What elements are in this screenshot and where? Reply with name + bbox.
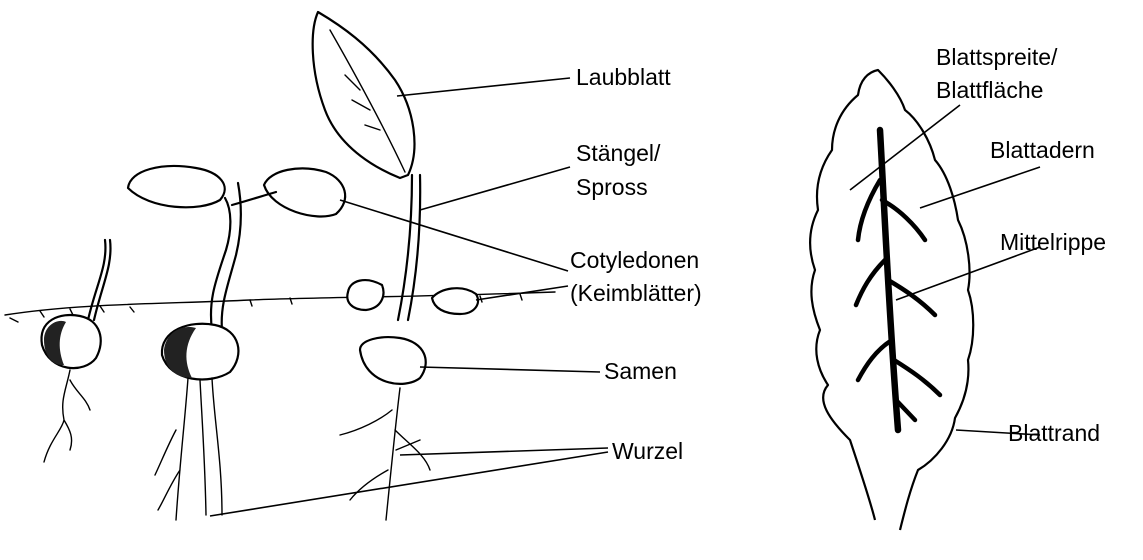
seedling-small <box>42 240 111 462</box>
seedling-tall <box>313 12 478 520</box>
label-cotyledonen-line1: Cotyledonen <box>570 247 699 273</box>
label-cotyledonen-line2: (Keimblätter) <box>570 280 702 306</box>
label-wurzel: Wurzel <box>612 438 683 464</box>
label-mittelrippe: Mittelrippe <box>1000 229 1106 255</box>
label-staengel-line1: Stängel/ <box>576 140 660 166</box>
label-laubblatt: Laubblatt <box>576 64 671 90</box>
label-blattadern: Blattadern <box>990 137 1095 163</box>
leaf-drawing <box>810 70 973 530</box>
label-blattrand: Blattrand <box>1008 420 1100 446</box>
label-blattspreite-line2: Blattfläche <box>936 77 1043 103</box>
label-staengel-line2: Spross <box>576 174 648 200</box>
seedling-middle <box>128 166 345 520</box>
label-samen: Samen <box>604 358 677 384</box>
label-blattspreite-line1: Blattspreite/ <box>936 44 1057 70</box>
